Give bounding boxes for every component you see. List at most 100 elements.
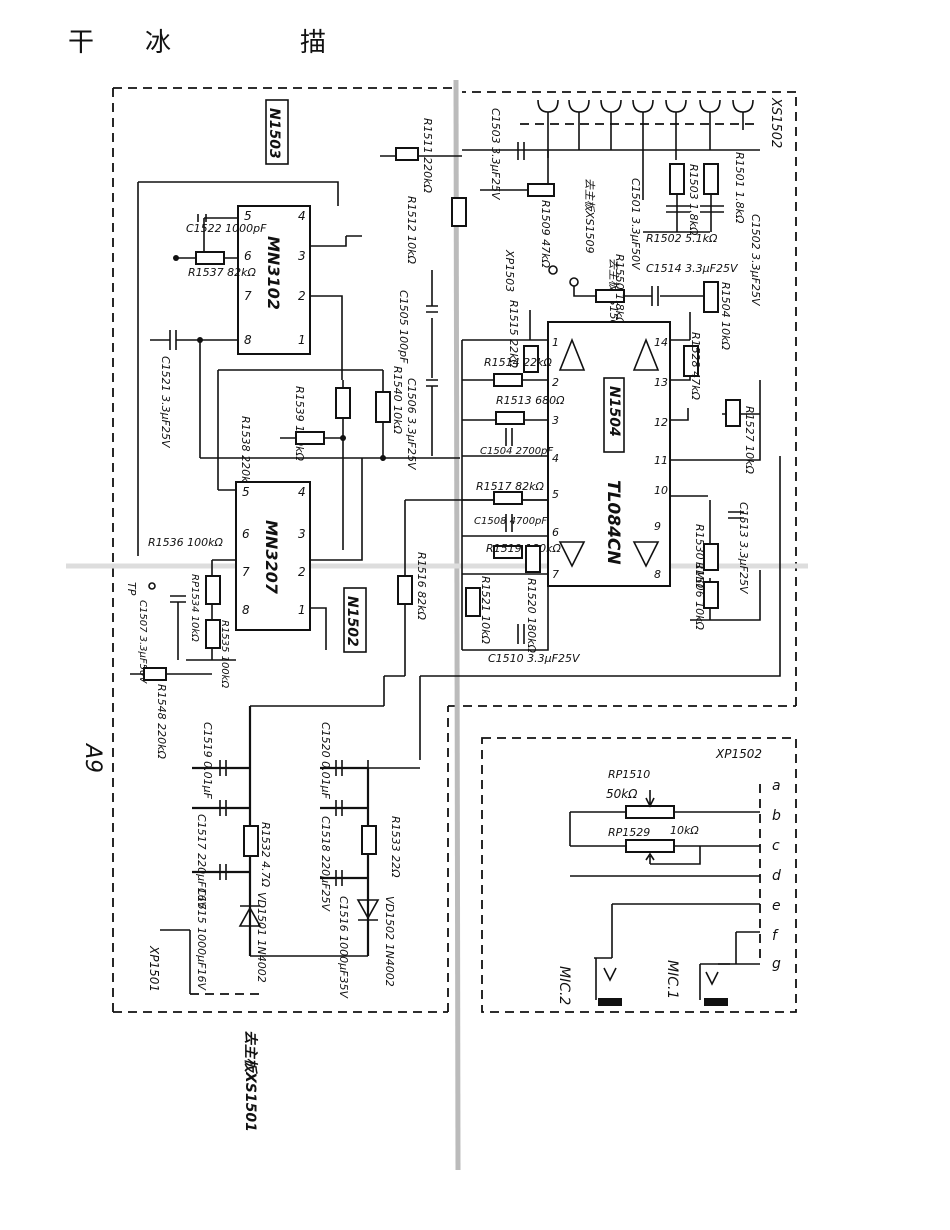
svg-text:3: 3 xyxy=(298,249,306,263)
svg-text:7: 7 xyxy=(244,289,252,303)
c1505-wire xyxy=(426,270,438,378)
r1527-body xyxy=(725,399,741,427)
rp1529-value: 10kΩ xyxy=(670,824,699,837)
mn3207-pins: 4 3 2 1 5 6 7 8 xyxy=(242,485,306,617)
c1515-symbol xyxy=(219,864,227,880)
r1540-label: R1540 10kΩ xyxy=(391,366,404,435)
r1537-body xyxy=(195,251,225,265)
tl084-part: TL084CN xyxy=(603,480,623,565)
r1550-wire xyxy=(573,286,710,297)
xp1501-label: XP1501 xyxy=(147,945,161,992)
c1506-label: C1506 3.3μF25V xyxy=(405,378,418,471)
svg-text:7: 7 xyxy=(242,565,250,579)
c1514-label: C1514 3.3μF25V xyxy=(646,262,739,275)
r1533-label: R1533 22Ω xyxy=(389,816,402,878)
n1504-ref: N1504 xyxy=(606,386,622,437)
svg-text:a: a xyxy=(772,778,781,794)
r1506-body xyxy=(703,581,719,609)
r1509-label: R1509 47kΩ xyxy=(539,200,552,269)
c1521-label: C1521 3.3μF25V xyxy=(159,356,172,449)
r1539-label: R1539 180kΩ xyxy=(293,386,306,461)
c1522-symbol xyxy=(197,214,207,222)
c1501-label: C1501 3.3μF50V xyxy=(629,178,642,271)
r1514-label: R1514 22kΩ xyxy=(484,356,553,369)
svg-text:1: 1 xyxy=(552,336,559,349)
r1506-label: R1506 10kΩ xyxy=(693,562,706,631)
r1517-body xyxy=(493,491,523,505)
mic2-label: MIC.2 xyxy=(556,966,572,1005)
n1504-ref-box xyxy=(603,377,625,453)
r1513-body xyxy=(495,411,525,425)
n1503-ref-box xyxy=(265,99,289,165)
r1521-body xyxy=(465,587,481,617)
svg-text:d: d xyxy=(772,868,781,884)
r1515-body xyxy=(523,345,539,373)
svg-text:f: f xyxy=(772,928,779,944)
n1503-ref: N1503 xyxy=(266,108,282,159)
xs1509-note: 去主板XS1509 xyxy=(583,178,596,254)
c1519-symbol xyxy=(219,760,227,776)
r1537-label: R1537 82kΩ xyxy=(188,266,257,279)
r1501-body xyxy=(703,163,719,195)
c1510-symbol xyxy=(517,624,525,644)
c1513-label: C1513 3.3μF25V xyxy=(737,502,750,595)
tp-point xyxy=(148,582,156,590)
r1511-body xyxy=(395,147,419,161)
r1548-label: R1548 220kΩ xyxy=(155,684,168,759)
c1503-label: C1503 3.3μF25V xyxy=(489,108,502,201)
xp1501-note: 去主板XS1501 xyxy=(242,1030,259,1132)
r1530-label: R1530 1MΩ xyxy=(693,524,706,589)
r1516-body xyxy=(397,575,413,605)
xp1503-label: XP1503 xyxy=(503,249,516,292)
c1505-label: C1505 100pF xyxy=(397,290,410,364)
svg-text:3: 3 xyxy=(552,414,559,427)
xs1502-label: XS1502 xyxy=(768,97,783,148)
r1536-label: R1536 100kΩ xyxy=(148,536,223,549)
mic1-jack-icon xyxy=(699,963,730,1006)
svg-text:1: 1 xyxy=(298,333,306,347)
svg-text:4: 4 xyxy=(298,485,306,499)
svg-text:5: 5 xyxy=(242,485,250,499)
c1522-label: C1522 1000pF xyxy=(186,222,267,235)
svg-text:2: 2 xyxy=(298,289,306,303)
node-r1539 xyxy=(340,435,346,441)
r1532-label: R1532 4.7Ω xyxy=(259,822,272,888)
r1521-label: R1521 10kΩ xyxy=(479,576,492,645)
r1538-body xyxy=(295,431,325,445)
svg-text:5: 5 xyxy=(552,488,559,501)
r1502-label: R1502 5.1kΩ xyxy=(646,232,718,245)
c1520-label: C1520 0.01μF xyxy=(319,722,332,800)
c1513-symbol xyxy=(728,511,744,519)
svg-text:b: b xyxy=(772,808,781,824)
n1502-ref-box xyxy=(343,587,367,653)
xp1502-wires xyxy=(569,811,760,965)
c1506-symbol xyxy=(426,379,438,456)
rp1510-label: RP1510 xyxy=(608,768,650,781)
r1512-label: R1512 10kΩ xyxy=(405,196,418,265)
header-char-1: 干 xyxy=(68,28,95,58)
board-outline-xp1502 xyxy=(481,737,797,1013)
svg-text:6: 6 xyxy=(242,527,250,541)
rp1529-wiper xyxy=(645,846,701,865)
svg-text:3: 3 xyxy=(298,527,306,541)
svg-text:g: g xyxy=(772,956,781,972)
c1502-symbol xyxy=(700,205,724,213)
svg-text:7: 7 xyxy=(552,568,559,581)
r1513-label: R1513 680Ω xyxy=(496,394,565,407)
mn3207-body xyxy=(235,481,311,631)
r1528-body xyxy=(683,345,699,377)
node-r1540 xyxy=(380,455,386,461)
xp1501-wires xyxy=(160,929,368,994)
r1517-label: R1517 82kΩ xyxy=(476,480,545,493)
r1504-body xyxy=(703,281,719,313)
c1508-label: C1508 4700pF xyxy=(474,516,547,527)
header-char-3: 描 xyxy=(300,28,327,58)
vd1501-symbol xyxy=(238,905,262,927)
mn3102-body xyxy=(237,205,311,355)
rp1529-body xyxy=(625,839,675,853)
board-label-a9: A9 xyxy=(80,742,105,773)
mn3207-wires xyxy=(186,458,363,661)
r1509-body xyxy=(527,183,555,197)
opamp-a-symbol xyxy=(558,337,586,371)
